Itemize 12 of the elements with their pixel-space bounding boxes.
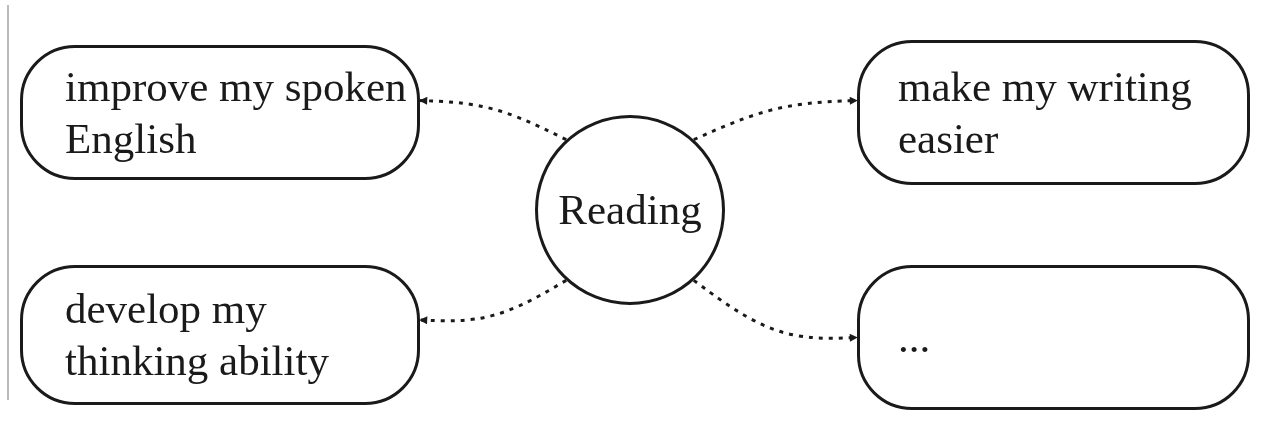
- node-text: ...: [898, 312, 931, 363]
- rounded-box: [20, 265, 420, 405]
- rounded-box: [857, 265, 1250, 410]
- node-text: improve my spoken English: [65, 61, 408, 164]
- dotted-arrow: [419, 96, 567, 141]
- dotted-arrow: [692, 279, 858, 342]
- node-text: develop my thinking ability: [65, 284, 330, 386]
- dotted-arrow: [693, 96, 858, 141]
- dotted-arrow: [419, 279, 567, 325]
- node-text: make my writing easier: [898, 61, 1193, 164]
- node-text: Reading: [558, 185, 702, 236]
- rounded-box: [857, 40, 1250, 185]
